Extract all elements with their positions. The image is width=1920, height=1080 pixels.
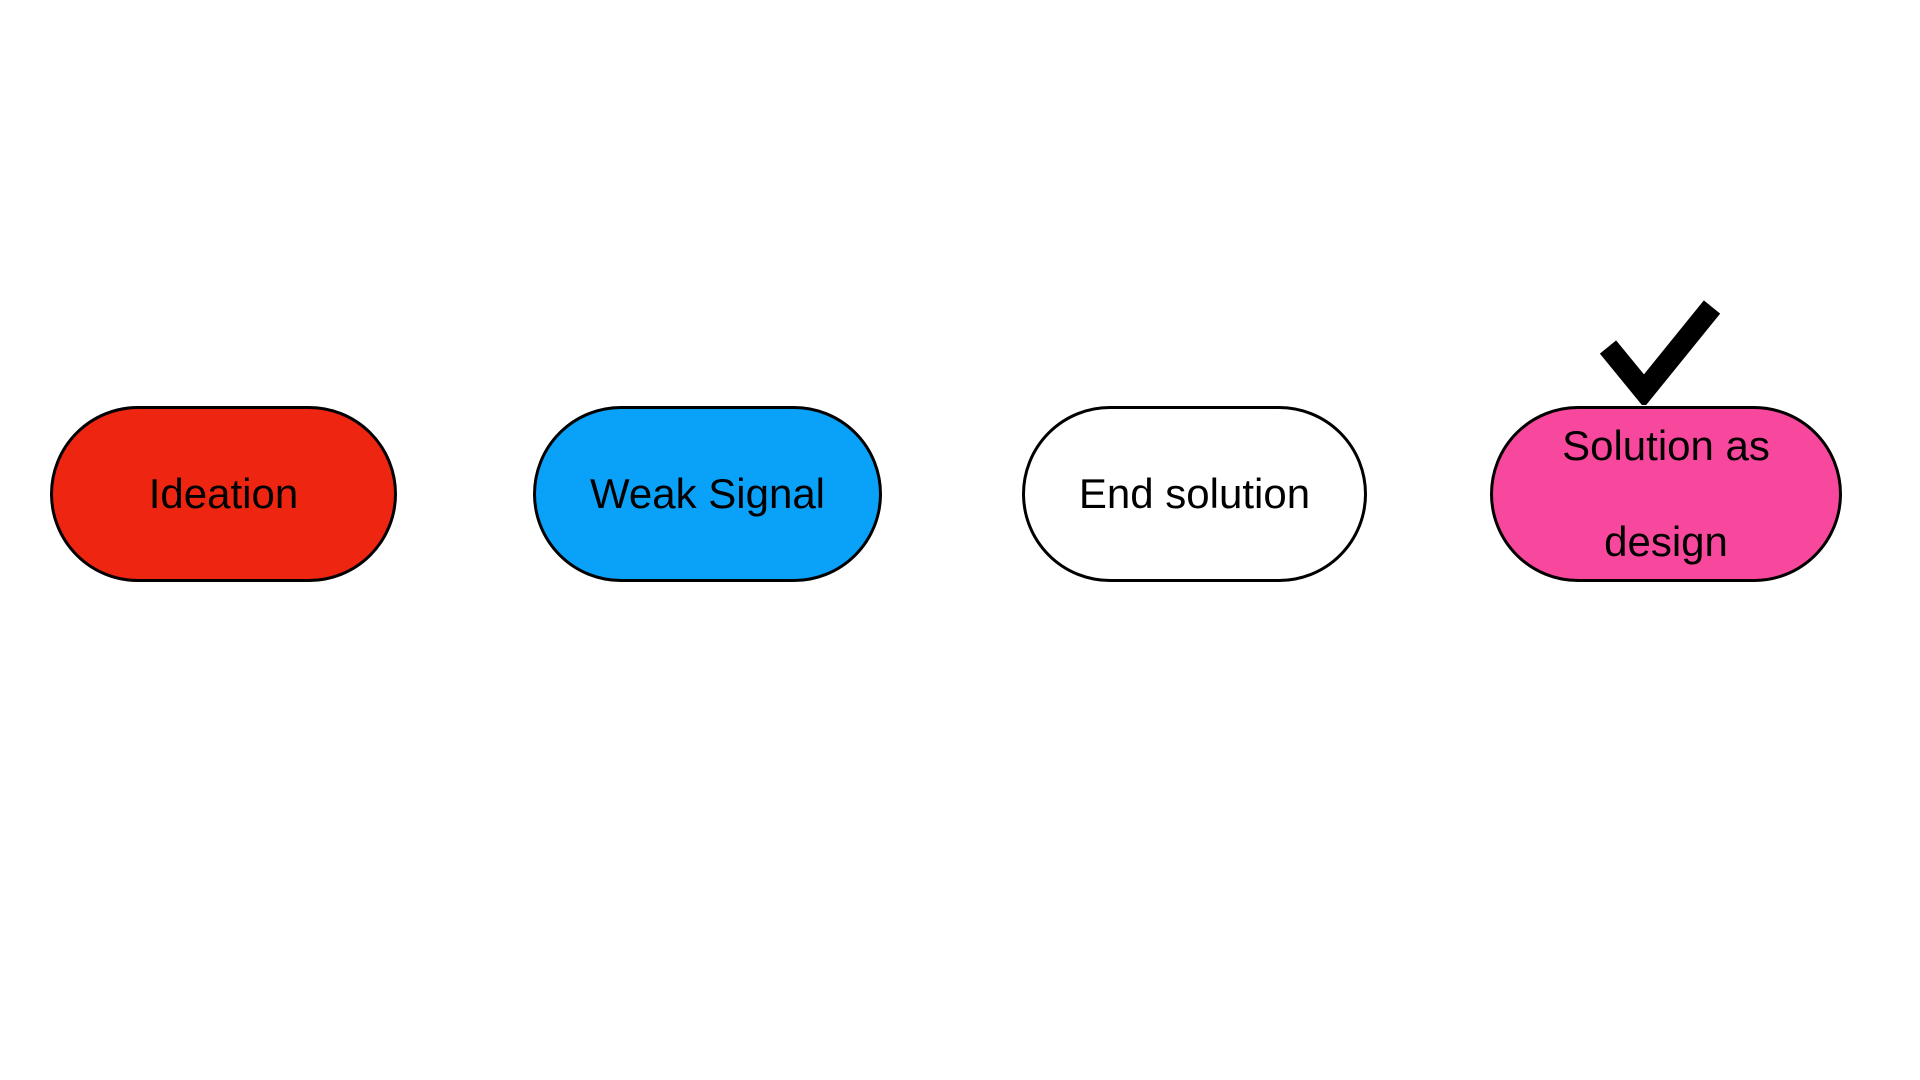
node-weak-signal[interactable]: Weak Signal: [533, 406, 882, 582]
node-label: End solution: [1078, 469, 1311, 517]
node-label-line-2: design: [1604, 518, 1728, 565]
node-ideation[interactable]: Ideation: [50, 406, 397, 582]
node-label-line-1: Solution as: [1562, 421, 1770, 469]
node-label: Ideation: [148, 469, 299, 517]
checkmark-icon[interactable]: [1598, 297, 1724, 405]
node-label: Weak Signal: [589, 469, 826, 517]
node-end-solution[interactable]: End solution: [1022, 406, 1367, 582]
node-solution-as-design[interactable]: Solution as design: [1490, 300, 1842, 582]
